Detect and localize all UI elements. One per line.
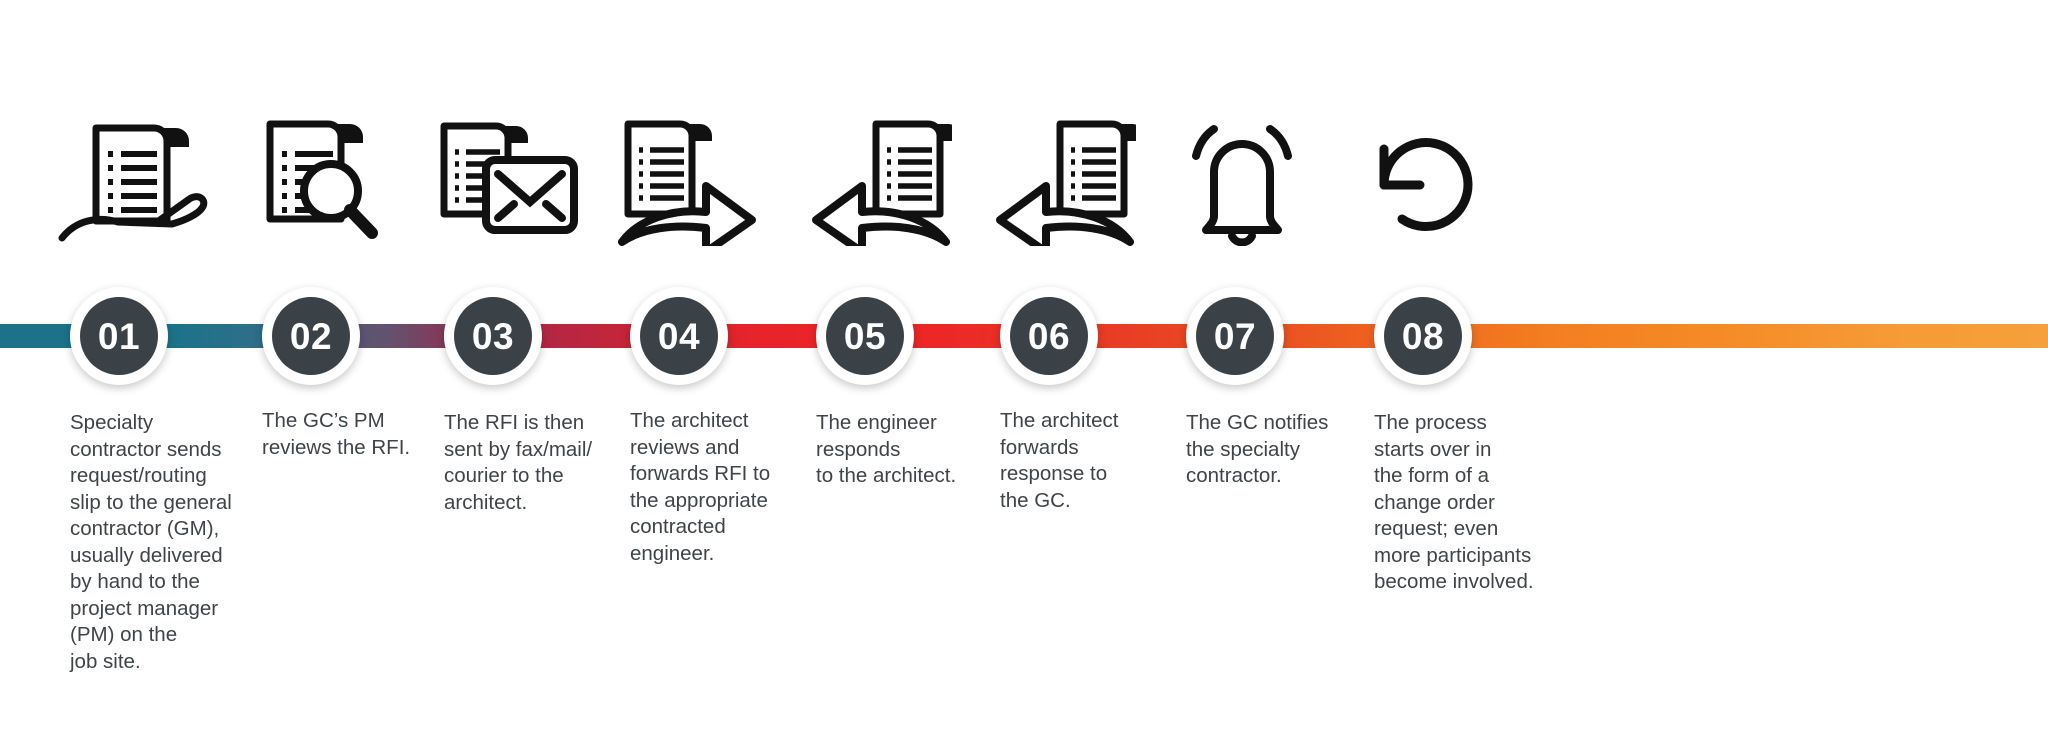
step-marker-inner-04: 04 bbox=[640, 297, 718, 375]
step-marker-inner-06: 06 bbox=[1010, 297, 1088, 375]
step-marker-06[interactable]: 06 bbox=[1000, 287, 1098, 385]
step-number-05: 05 bbox=[843, 315, 887, 357]
step-description-04: The architect reviews and forwards RFI t… bbox=[630, 409, 771, 565]
document-reply-arrow-icon bbox=[986, 96, 1166, 246]
document-reply-arrow-icon bbox=[802, 96, 982, 246]
step-marker-07[interactable]: 07 bbox=[1186, 287, 1284, 385]
step-number-06: 06 bbox=[1027, 315, 1071, 357]
step-number-07: 07 bbox=[1213, 315, 1257, 357]
step-description-08: The process starts over in the form of a… bbox=[1374, 411, 1534, 593]
step-number-03: 03 bbox=[471, 315, 515, 357]
step-marker-08[interactable]: 08 bbox=[1374, 287, 1472, 385]
step-description-06: The architect forwards response to the G… bbox=[1000, 409, 1119, 512]
step-marker-inner-02: 02 bbox=[272, 297, 350, 375]
step-marker-05[interactable]: 05 bbox=[816, 287, 914, 385]
document-envelope-icon bbox=[430, 96, 610, 246]
restart-counterclockwise-icon bbox=[1360, 96, 1540, 246]
step-marker-03[interactable]: 03 bbox=[444, 287, 542, 385]
step-number-08: 08 bbox=[1401, 315, 1445, 357]
step-marker-inner-03: 03 bbox=[454, 297, 532, 375]
step-number-02: 02 bbox=[289, 315, 333, 357]
step-marker-01[interactable]: 01 bbox=[70, 287, 168, 385]
step-marker-inner-05: 05 bbox=[826, 297, 904, 375]
document-in-hand-icon bbox=[56, 96, 236, 246]
document-forward-arrow-icon bbox=[616, 96, 796, 246]
step-description-03: The RFI is then sent by fax/mail/ courie… bbox=[444, 411, 593, 514]
ringing-bell-icon bbox=[1172, 96, 1352, 246]
step-description-05: The engineer responds to the architect. bbox=[816, 411, 957, 487]
step-marker-02[interactable]: 02 bbox=[262, 287, 360, 385]
step-number-04: 04 bbox=[657, 315, 701, 357]
step-marker-inner-01: 01 bbox=[80, 297, 158, 375]
step-description-07: The GC notifies the specialty contractor… bbox=[1186, 411, 1329, 487]
step-marker-inner-08: 08 bbox=[1384, 297, 1462, 375]
step-description-02: The GC’s PM reviews the RFI. bbox=[262, 409, 411, 459]
step-marker-inner-07: 07 bbox=[1196, 297, 1274, 375]
step-number-01: 01 bbox=[97, 315, 141, 357]
step-description-01: Specialty contractor sends request/routi… bbox=[70, 411, 232, 673]
document-magnifier-icon bbox=[248, 96, 428, 246]
step-marker-04[interactable]: 04 bbox=[630, 287, 728, 385]
